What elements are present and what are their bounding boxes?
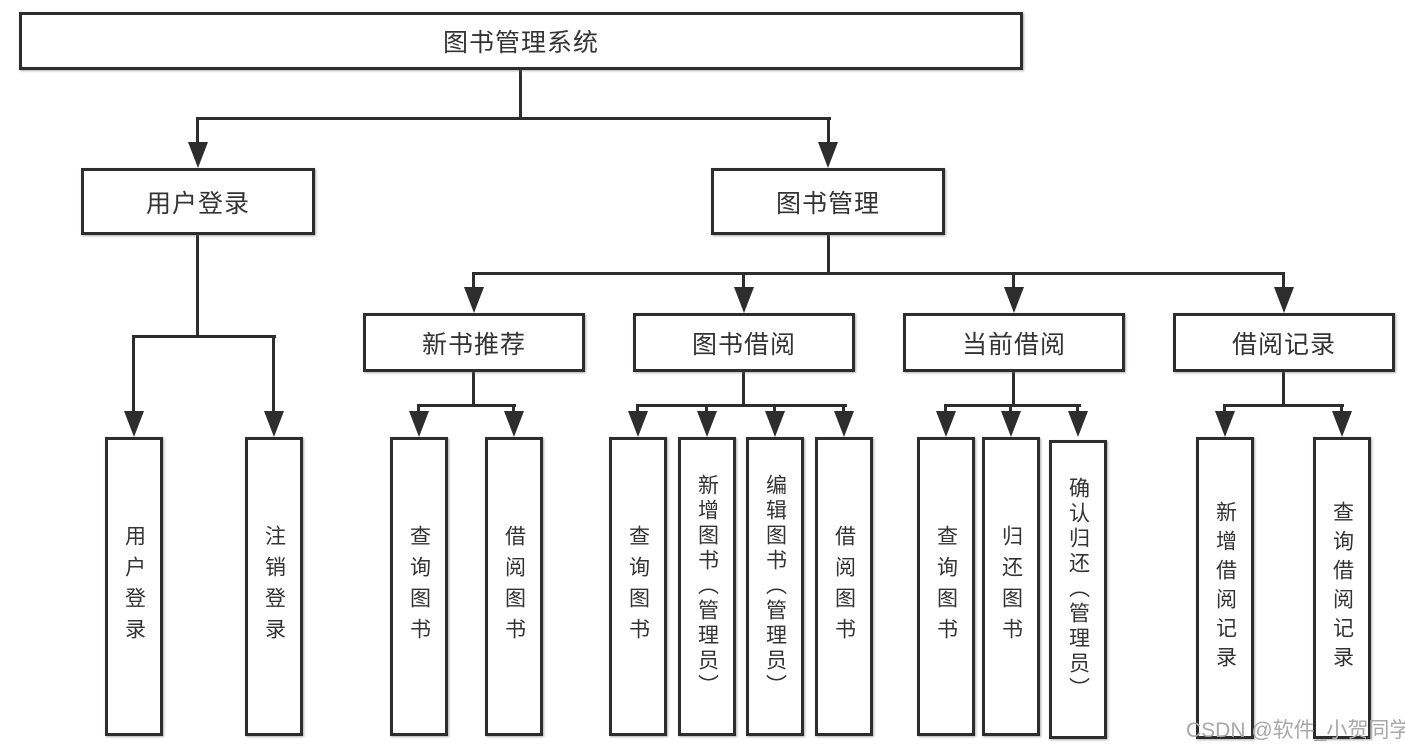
- node-label: 借阅图书: [832, 524, 856, 649]
- arrow-down-current-leaf-3: [1068, 411, 1088, 437]
- node-leaf-add-books-admin: 新增图书（管理员）: [678, 437, 736, 736]
- connector-user-hline: [132, 335, 276, 338]
- connector-record-vline: [1282, 371, 1285, 407]
- connector-borrow-stem-4: [842, 404, 845, 416]
- connector-borrow-stem-1: [636, 404, 639, 416]
- connector-newbook-stem-1: [417, 404, 420, 416]
- arrow-down-current-leaf-1: [936, 411, 956, 437]
- node-label: 查询图书: [626, 524, 650, 649]
- node-current-borrowing: 当前借阅: [903, 313, 1125, 372]
- node-label: 查询借阅记录: [1330, 501, 1354, 675]
- connector-newbook-vline: [472, 371, 475, 407]
- arrow-down-borrow-leaf-4: [834, 411, 854, 437]
- node-label: 新增借阅记录: [1213, 501, 1237, 675]
- arrow-down-borrow-leaf-2: [697, 411, 717, 437]
- connector-newbook-stem-2: [512, 404, 515, 416]
- arrow-down-borrow-record: [1274, 287, 1294, 313]
- arrow-down-borrow-leaf-3: [765, 411, 785, 437]
- connector-record-stem-1: [1223, 404, 1226, 416]
- node-leaf-confirm-return-admin: 确认归还（管理员）: [1049, 440, 1107, 739]
- connector-mgmt-stem-3: [1012, 272, 1015, 292]
- node-label: 当前借阅: [961, 330, 1066, 359]
- node-label: 借阅记录: [1231, 330, 1336, 359]
- node-label: 图书借阅: [691, 330, 796, 359]
- connector-newbook-hline: [417, 404, 516, 407]
- csdn-watermark: CSDN @软件_小贺同学: [1186, 719, 1405, 742]
- arrow-down-login-leaf: [124, 411, 144, 437]
- node-label: 用户登录: [122, 524, 146, 649]
- arrow-down-newbook-leaf-1: [409, 411, 429, 437]
- connector-current-stem-3: [1076, 404, 1079, 416]
- connector-current-stem-2: [1009, 404, 1012, 416]
- node-label: 新增图书（管理员）: [695, 474, 719, 699]
- connector-root-vline: [519, 70, 522, 118]
- arrow-down-logout-leaf: [264, 411, 284, 437]
- node-book-management: 图书管理: [711, 168, 945, 235]
- node-leaf-borrow-books-recommend: 借阅图书: [485, 437, 543, 736]
- node-label: 归还图书: [999, 524, 1023, 649]
- node-label: 注销登录: [262, 524, 286, 649]
- connector-root-hline: [196, 117, 831, 120]
- connector-root-stem-right: [827, 117, 830, 145]
- connector-user-stem-2: [272, 335, 275, 416]
- arrow-down-newbook-leaf-2: [504, 411, 524, 437]
- connector-record-stem-2: [1340, 404, 1343, 416]
- node-leaf-borrow-books: 借阅图书: [815, 437, 873, 736]
- connector-borrow-stem-3: [773, 404, 776, 416]
- connector-user-stem-1: [132, 335, 135, 416]
- arrow-down-user-login: [188, 142, 208, 168]
- connector-current-stem-1: [944, 404, 947, 416]
- connector-mgmt-stem-4: [1282, 272, 1285, 292]
- arrow-down-record-leaf-2: [1332, 411, 1352, 437]
- node-leaf-query-books-borrow: 查询图书: [609, 437, 667, 736]
- connector-current-hline: [944, 404, 1081, 407]
- connector-current-vline: [1012, 371, 1015, 407]
- node-label: 新书推荐: [421, 330, 526, 359]
- connector-mgmt-vline: [827, 235, 830, 272]
- node-new-book-recommendation: 新书推荐: [363, 313, 585, 372]
- connector-mgmt-hline: [472, 272, 1285, 275]
- arrow-down-current-leaf-2: [1001, 411, 1021, 437]
- connector-mgmt-stem-2: [742, 272, 745, 292]
- node-label: 借阅图书: [502, 524, 526, 649]
- node-book-borrowing: 图书借阅: [633, 313, 855, 372]
- node-leaf-return-books: 归还图书: [982, 437, 1040, 736]
- node-leaf-edit-books-admin: 编辑图书（管理员）: [746, 437, 804, 736]
- arrow-down-book-borrow: [734, 287, 754, 313]
- connector-record-hline: [1223, 404, 1344, 407]
- node-label: 确认归还（管理员）: [1066, 477, 1090, 702]
- node-user-login: 用户登录: [81, 168, 315, 235]
- node-leaf-query-books-current: 查询图书: [917, 437, 975, 736]
- arrow-down-current-borrow: [1004, 287, 1024, 313]
- node-leaf-query-borrow-record: 查询借阅记录: [1313, 437, 1371, 739]
- node-label: 图书管理系统: [442, 29, 599, 57]
- arrow-down-new-book: [464, 287, 484, 313]
- connector-user-vline: [196, 235, 199, 337]
- node-library-management-system: 图书管理系统: [19, 12, 1023, 70]
- node-leaf-user-login: 用户登录: [105, 437, 163, 736]
- connector-borrow-stem-2: [705, 404, 708, 416]
- connector-mgmt-stem-1: [472, 272, 475, 292]
- node-label: 图书管理: [775, 189, 880, 218]
- arrow-down-borrow-leaf-1: [628, 411, 648, 437]
- node-label: 查询图书: [934, 524, 958, 649]
- node-leaf-query-books-recommend: 查询图书: [390, 437, 448, 736]
- node-leaf-add-borrow-record: 新增借阅记录: [1196, 437, 1254, 739]
- node-label: 用户登录: [145, 189, 250, 218]
- arrow-down-record-leaf-1: [1215, 411, 1235, 437]
- node-borrowing-records: 借阅记录: [1173, 313, 1395, 372]
- node-label: 查询图书: [407, 524, 431, 649]
- connector-borrow-vline: [742, 371, 745, 407]
- node-leaf-logout: 注销登录: [245, 437, 303, 736]
- node-label: 编辑图书（管理员）: [763, 474, 787, 699]
- arrow-down-book-management: [818, 142, 838, 168]
- connector-root-stem-left: [196, 117, 199, 145]
- connector-borrow-hline: [636, 404, 847, 407]
